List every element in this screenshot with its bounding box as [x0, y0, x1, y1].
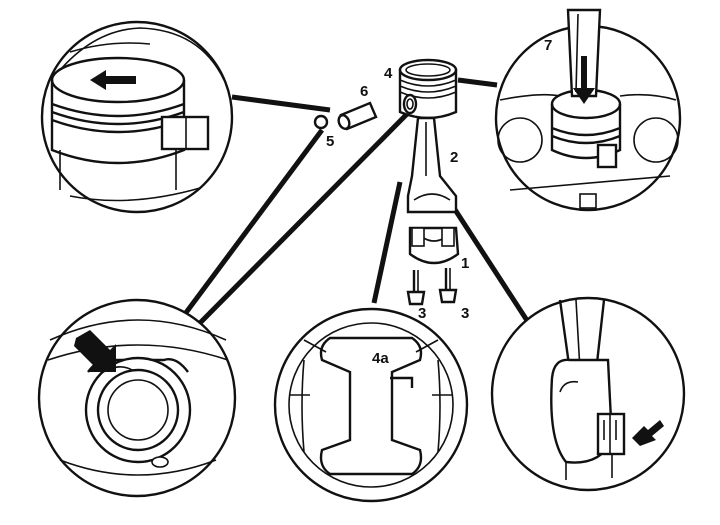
- leader-line-bottom-right: [449, 203, 531, 324]
- connecting-rod-mark-detail: [490, 296, 686, 492]
- piston-direction-arrow-detail: [40, 20, 234, 214]
- callout-4: 4: [384, 65, 393, 82]
- callout-labels: 1 2 3 3 4 4a 5 6 7: [326, 37, 552, 367]
- leader-lines: [179, 77, 531, 330]
- leader-line-top-left: [231, 94, 331, 113]
- callout-4a: 4a: [372, 350, 389, 367]
- rod-bolt-right: [438, 268, 458, 304]
- circlip: [313, 114, 329, 130]
- mark-4a-pointer: [390, 376, 414, 388]
- down-arrow-icon: [573, 56, 595, 104]
- leader-line-bottom-left-a: [193, 110, 411, 330]
- callout-5: 5: [326, 133, 334, 150]
- callout-2: 2: [450, 149, 458, 166]
- piston-pin-bore-detail: [37, 298, 237, 498]
- pointer-arrow-icon: [74, 330, 116, 372]
- callout-3-left: 3: [418, 305, 426, 322]
- direction-arrow-icon: [90, 70, 136, 90]
- leader-line-top-right: [457, 77, 498, 88]
- callout-6: 6: [360, 83, 368, 100]
- central-assembly: [313, 58, 460, 306]
- rod-cap: [408, 226, 460, 265]
- callout-1: 1: [461, 255, 469, 272]
- connecting-rod: [406, 116, 458, 214]
- piston-ring-compressor-detail: [494, 8, 682, 212]
- leader-line-bottom-left-b: [179, 128, 325, 320]
- leader-line-bottom-center: [371, 181, 403, 304]
- pointer-arrow-icon: [632, 420, 664, 446]
- callout-3-right: 3: [461, 305, 469, 322]
- callout-7: 7: [544, 37, 552, 54]
- piston-pin: [337, 101, 378, 131]
- piston: [398, 58, 458, 120]
- rod-bolt-left: [406, 270, 426, 306]
- piston-crown-underside-detail: [273, 307, 469, 503]
